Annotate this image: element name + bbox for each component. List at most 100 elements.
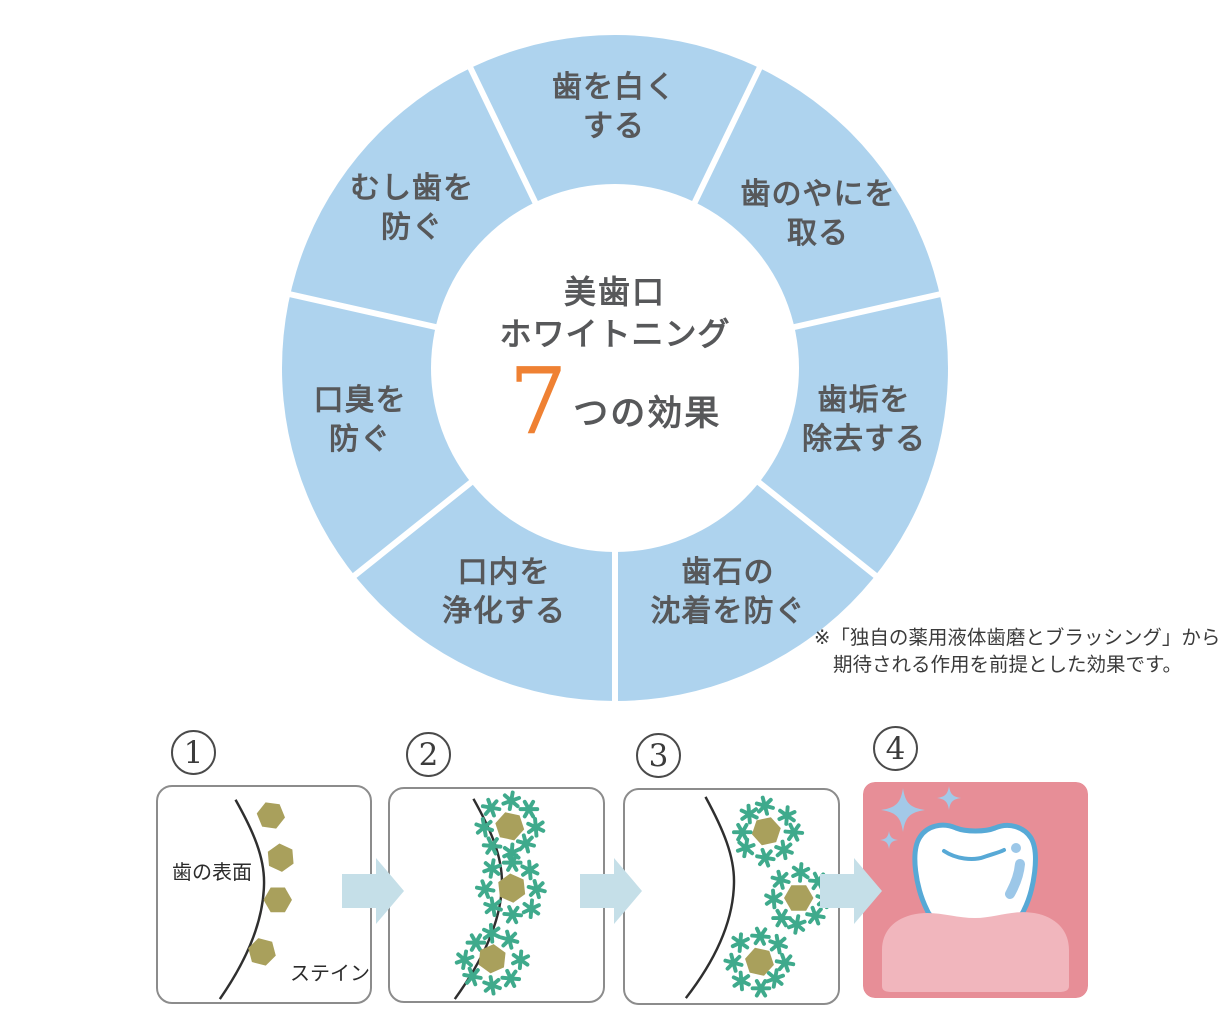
segment-divider	[352, 477, 476, 579]
stain-hexagon-icon	[498, 873, 526, 903]
cleaning-agent-icon	[526, 879, 547, 900]
cleaning-agent-icon	[765, 968, 785, 989]
cleaning-agent-icon	[764, 888, 784, 910]
segment-label-remove-plaque: 歯垢を 除去する	[802, 381, 926, 459]
step-4-number: 4	[873, 726, 918, 771]
cleaning-agent-icon	[502, 905, 523, 925]
tooth-groove-line	[942, 848, 1006, 861]
cleaning-agent-icon	[500, 968, 522, 988]
tooth-surface-label: 歯の表面	[172, 862, 252, 884]
segment-label-line: 歯のやにを	[740, 178, 896, 211]
donut-hole	[431, 184, 799, 552]
segment-label-line: 歯石の	[681, 556, 775, 589]
step-2-panel	[388, 787, 605, 1003]
stain-hexagon-icon	[267, 843, 294, 872]
step-3-number: 3	[636, 733, 681, 778]
cleaning-agent-icon	[786, 914, 807, 935]
donut-center-text: 美歯口 ホワイトニング 7 つの効果	[499, 272, 731, 455]
stain-hexagon-icon	[478, 944, 506, 974]
cleaning-agent-icon	[521, 898, 541, 920]
stain-hexagon-icon	[248, 938, 276, 966]
cleaning-agent-icon	[482, 975, 502, 996]
segment-divider	[467, 65, 540, 208]
cleaning-agent-icon	[770, 869, 791, 890]
cleaning-agent-icon	[526, 816, 546, 838]
cleaning-agent-icon	[731, 970, 751, 992]
cleaning-agent-icon	[454, 949, 475, 970]
segment-divider	[754, 477, 878, 579]
brand-name: 美歯口	[563, 274, 667, 310]
footnote-line: 期待される作用を前提とした効果です。	[833, 654, 1183, 676]
tooth-highlight-dot	[1011, 843, 1021, 853]
segment-label-line: 歯を白く	[552, 71, 676, 104]
cleaning-agent-icon	[755, 847, 776, 868]
agent-surrounds-stains-illustration	[453, 790, 547, 1000]
cleaning-agent-icon	[768, 933, 788, 955]
segment-divider	[789, 291, 942, 331]
cleaning-agent-icon	[750, 926, 771, 946]
step-4-panel	[863, 782, 1088, 998]
stain-hexagon-icon	[784, 885, 814, 911]
cleaning-agent-icon	[480, 797, 502, 818]
cleaning-agent-icon	[723, 952, 744, 973]
cleaning-agent-icon	[462, 966, 483, 987]
effects-number: 7	[508, 348, 568, 455]
segment-label-line: 取る	[787, 217, 849, 250]
cleaning-agent-icon	[465, 933, 487, 952]
stain-label: ステイン	[290, 963, 370, 985]
cleaning-agent-icon	[483, 896, 503, 917]
segment-label-line: 口臭を	[313, 384, 407, 417]
stain-hexagon-icon	[751, 817, 781, 846]
step-2-number: 2	[406, 732, 451, 777]
segment-label-line: 防ぐ	[329, 423, 391, 456]
arrow-right-icon	[820, 858, 882, 924]
cleaning-agent-icon	[777, 805, 797, 826]
seven-effects-donut	[282, 35, 948, 702]
segment-label-line: 浄化する	[442, 595, 566, 628]
segment-divider	[690, 65, 763, 208]
step-1-number: 1	[171, 730, 216, 775]
cleaning-agent-icon	[499, 929, 520, 950]
cleaning-agent-icon	[730, 932, 750, 953]
cleaning-agent-icon	[474, 817, 495, 838]
cleaning-agent-icon	[774, 952, 796, 973]
segment-label-line: する	[583, 110, 645, 143]
stain-hexagon-icon	[745, 947, 774, 976]
segment-label-prevent-cavities: むし歯を 防ぐ	[350, 169, 474, 247]
cleaning-agent-icon	[518, 799, 540, 819]
segment-label-prevent-tartar: 歯石の 沈着を防ぐ	[651, 553, 806, 631]
arrow-right-icon	[342, 858, 404, 924]
cleaning-agent-icon	[482, 858, 502, 879]
whitening-label: ホワイトニング	[499, 316, 731, 352]
stain-hexagon-icon	[256, 802, 286, 829]
segment-label-line: 除去する	[802, 423, 926, 456]
gum-shape	[882, 912, 1069, 992]
stains-lifted-away-illustration	[684, 795, 836, 999]
cleaning-agent-icon	[520, 859, 540, 881]
cleaning-agent-icon	[511, 949, 531, 971]
cleaning-agent-icon	[515, 833, 536, 854]
footnote-line: ※「独自の薬用液体歯磨とブラッシング」から	[814, 627, 1221, 649]
cleaning-agent-icon	[774, 839, 794, 861]
cleaning-agent-icon	[475, 879, 496, 899]
step-3-panel	[623, 788, 840, 1005]
cleaning-agent-icon	[482, 922, 502, 944]
cleaning-agent-icon	[750, 979, 772, 998]
cleaning-agent-icon	[501, 853, 523, 872]
clean-tooth-illustration	[863, 782, 1088, 998]
segment-label-line: むし歯を	[350, 172, 474, 205]
segment-label-line: 口内を	[457, 556, 551, 589]
segment-label-whiten-teeth: 歯を白く する	[552, 68, 676, 146]
cleaning-agent-icon	[791, 862, 811, 883]
segment-label-prevent-bad-breath: 口臭を 防ぐ	[314, 381, 407, 459]
segment-label-remove-tar: 歯のやにを 取る	[741, 175, 896, 253]
segment-dividers	[288, 65, 942, 702]
segment-divider	[288, 291, 441, 331]
tooth-highlight-bar	[1005, 859, 1025, 899]
arrow-right-icon	[580, 858, 642, 924]
disclaimer-footnote: ※「独自の薬用液体歯磨とブラッシング」から 期待される作用を前提とした効果です。	[814, 625, 1220, 679]
stain-hexagon-icon	[495, 812, 525, 841]
segment-label-line: 沈着を防ぐ	[650, 595, 806, 628]
cleaning-agent-icon	[805, 905, 826, 926]
